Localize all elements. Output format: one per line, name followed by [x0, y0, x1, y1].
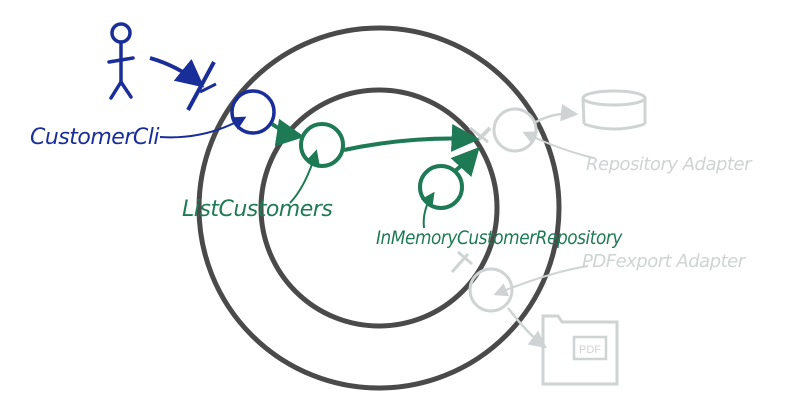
usecase-to-port-arrow — [343, 123, 480, 152]
pdf-export-adapter-group: PDF PDFexport Adapter — [450, 250, 747, 386]
list-customers-pointer — [289, 149, 320, 204]
customer-cli-pointer — [159, 116, 247, 139]
customer-cli-group: CustomerCli — [30, 22, 276, 150]
pdf-document-icon: PDF — [541, 314, 619, 386]
in-memory-repo-node — [418, 164, 464, 210]
port-slash — [186, 61, 216, 111]
in-memory-repo-pointer — [420, 191, 435, 229]
pdf-export-adapter-label: PDFexport Adapter — [582, 251, 747, 272]
actor-arrow — [149, 56, 205, 88]
cli-to-usecase-arrow — [270, 118, 305, 147]
outer-ring — [196, 25, 562, 391]
list-customers-label: ListCustomers — [182, 197, 332, 222]
core-group: ListCustomers InMemoryCustomerRepository — [182, 118, 624, 249]
inner-ring — [258, 87, 500, 329]
customer-cli-node — [230, 89, 276, 135]
pdf-export-adapter-node — [468, 267, 514, 313]
database-icon — [581, 89, 647, 131]
repository-adapter-node — [492, 107, 538, 153]
repository-adapter-group: Repository Adapter — [469, 89, 754, 175]
stick-figure-icon — [107, 22, 135, 100]
list-customers-node — [299, 122, 345, 168]
customer-cli-label: CustomerCli — [30, 125, 159, 150]
in-memory-repo-label: InMemoryCustomerRepository — [376, 227, 623, 249]
repository-adapter-label: Repository Adapter — [586, 154, 753, 175]
pdf-icon-text: PDF — [579, 344, 601, 356]
repo-to-port-arrow — [450, 146, 480, 177]
